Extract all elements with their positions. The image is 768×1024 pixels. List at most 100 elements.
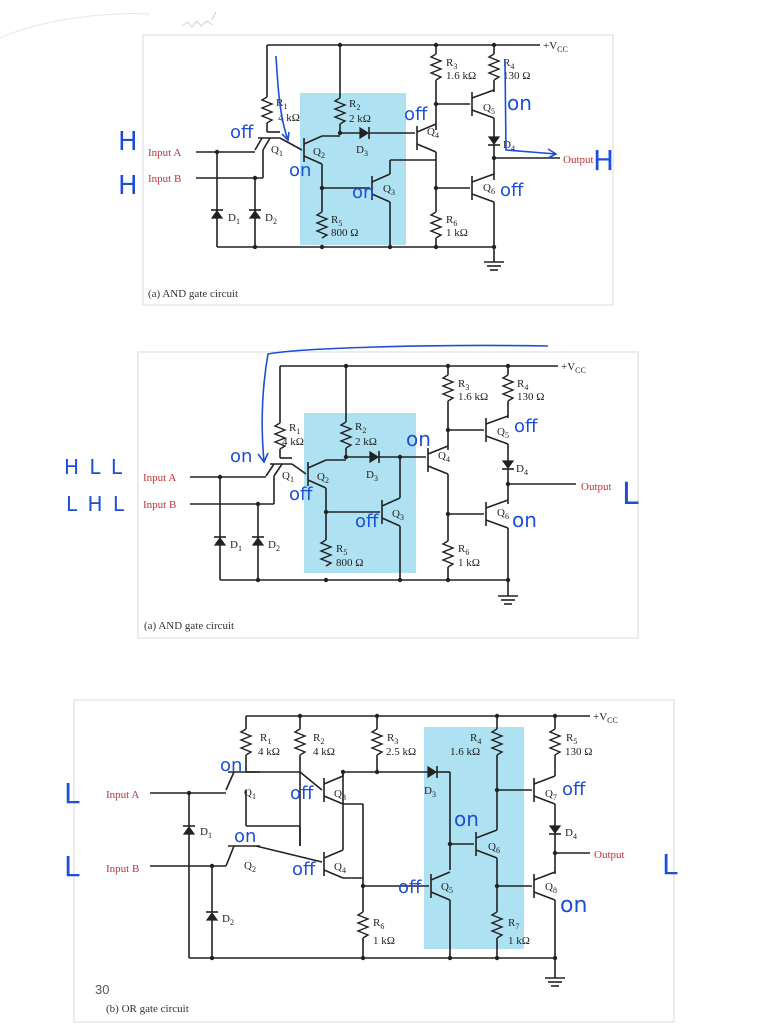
input-a-label: Input A [148,147,181,159]
q4-label-2: Q4 [438,450,450,464]
note-row-input-a: H L L [64,455,124,479]
r3-value-2: 1.6 kΩ [458,391,488,403]
diode-d4-3 [548,825,562,835]
d1-label: D1 [228,212,240,226]
r4-value: 130 Ω [503,70,530,82]
note-off-q6: off [500,180,524,201]
diode-d4-2 [501,460,515,470]
r7-value-3: 1 kΩ [508,935,530,947]
resistor-r3-3 [370,728,384,756]
diagram-2-frame [137,351,639,639]
q5-label-3: Q5 [441,881,453,895]
resistor-r4-2 [501,374,515,402]
r5-value-2: 800 Ω [336,557,363,569]
note-l-output: L [622,477,639,512]
resistor-r1-2 [273,422,287,450]
note-l-input-b: L [64,850,80,883]
diagram-2-annotations: H L L L H L on off on off off on L [64,344,639,532]
r1-value-3: 4 kΩ [258,746,280,758]
note-h-input-a: H [118,127,138,157]
note-l-output-3: L [662,848,678,881]
r6-label-3: R6 [373,917,384,931]
q1-label-2: Q1 [282,470,294,484]
vcc-label-3: +VCC [593,711,618,725]
r7-label-3: R7 [508,917,519,931]
r5-label-3: R5 [566,732,577,746]
output-label-2: Output [581,481,612,493]
r4-value-3: 1.6 kΩ [450,746,480,758]
q2-label-2: Q2 [317,471,329,485]
q8-label-3: Q8 [545,881,557,895]
resistor-r6 [429,211,443,239]
resistor-r6-2 [441,540,455,568]
r1-value-2: 4 kΩ [282,436,304,448]
d4-label-2: D4 [516,463,528,477]
note-off-q3: off [355,511,379,532]
r6-value-3: 1 kΩ [373,935,395,947]
r2-label-3: R2 [313,732,324,746]
note-off-q4: off [404,104,428,125]
r5-value: 800 Ω [331,227,358,239]
input-b-label-3: Input B [106,863,139,875]
r1-label-2: R1 [289,422,300,436]
input-a-label-3: Input A [106,789,139,801]
q5-label: Q5 [483,102,495,116]
q2-label: Q2 [313,146,325,160]
d2-label-3: D2 [222,913,234,927]
resistor-r6-3 [356,911,370,939]
note-on-q5: on [507,91,532,115]
note-on-q6: on [512,508,537,532]
diagram-1-highlight [300,93,406,245]
r2-value-3: 4 kΩ [313,746,335,758]
resistor-r5 [315,211,329,239]
faint-scribble [0,13,151,39]
note-on-q6-3: on [454,807,479,831]
note-on-q3: on [352,182,374,203]
resistor-r7-3 [490,911,504,939]
resistor-r2-2 [339,421,353,449]
diagram-3-highlight [424,727,524,949]
r2-value: 2 kΩ [349,113,371,125]
diagram-1-caption: (a) AND gate circuit [148,288,238,300]
vcc-label-2: +VCC [561,361,586,375]
resistor-r2 [333,97,347,125]
r3-value-3: 2.5 kΩ [386,746,416,758]
note-off-q2: off [289,484,313,505]
diagram-3-annotations: L L on on off off on off off on L [64,755,678,918]
d3-label-2: D3 [366,469,378,483]
note-h-output: H [593,144,614,177]
q4-label: Q4 [427,126,439,140]
resistor-r3 [429,53,443,81]
q7-label-3: Q7 [545,788,557,802]
r5-label: R5 [331,214,342,228]
diagram-2-caption: (a) AND gate circuit [144,620,234,632]
r3-value: 1.6 kΩ [446,70,476,82]
resistor-r3-2 [441,374,455,402]
note-h-input-b: H [118,171,138,201]
note-on-q8-3: on [560,893,587,918]
r2-label: R2 [349,98,360,112]
faint-scribble-mark [181,11,217,28]
diagram-3-or-gate: +VCC R1 4 kΩ R2 4 kΩ R3 2.5 kΩ R4 1.6 kΩ… [64,699,678,1023]
diode-d3-2 [369,450,380,464]
r1-label-3: R1 [260,732,271,746]
r4-value-2: 130 Ω [517,391,544,403]
diagram-2-and-gate: +VCC R1 4 kΩ R2 2 kΩ R3 1.6 kΩ R4 130 Ω … [64,344,639,639]
d3-label: D3 [356,144,368,158]
d2-label: D2 [265,212,277,226]
r5-value-3: 130 Ω [565,746,592,758]
input-a-label-2: Input A [143,472,176,484]
note-off-q4-3: off [292,859,316,880]
note-off-q3-3: off [290,783,314,804]
ink-arrow-output [504,59,557,155]
q6-label-2: Q6 [497,507,509,521]
d2-label-2: D2 [268,539,280,553]
diagram-2-highlight [304,413,416,573]
diode-d3-3 [427,765,438,779]
note-on-q2-3: on [234,826,256,847]
input-b-label-2: Input B [143,499,176,511]
note-off-q1: off [230,122,254,143]
resistor-r5-2 [319,539,333,567]
diagram-3-frame [73,699,675,1023]
q4-label-3: Q4 [334,861,346,875]
